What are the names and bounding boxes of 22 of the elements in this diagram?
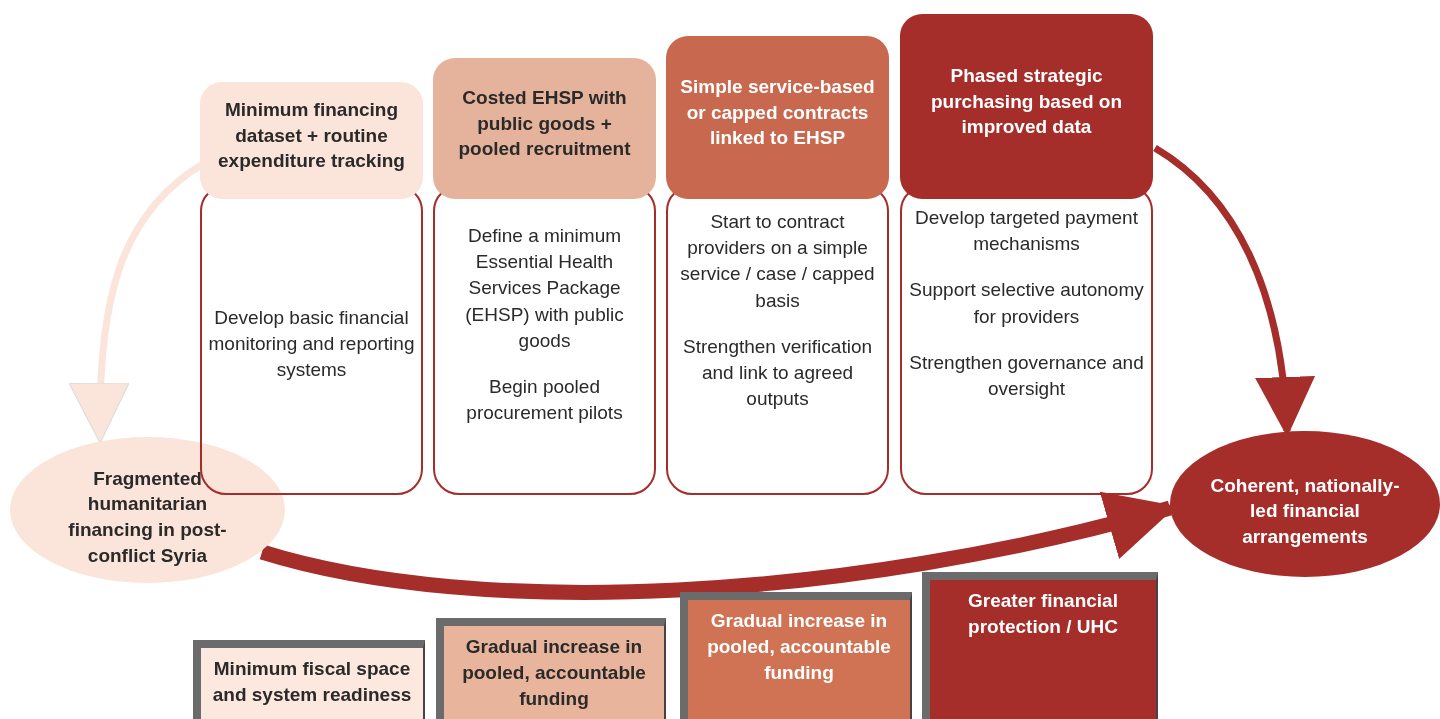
step-block: Minimum fiscal space and system readiness xyxy=(193,640,425,719)
stage-column xyxy=(433,58,656,495)
stage-column xyxy=(900,14,1153,495)
stage-description: Start to contract providers on a simple service / case / capped basis xyxy=(679,210,876,313)
stage-header: Costed EHSP with public goods + pooled recruitment xyxy=(433,58,656,199)
stage-description: Strengthen governance and oversight xyxy=(908,350,1145,402)
step-block: Gradual increase in pooled, accountable funding xyxy=(680,592,912,719)
ellipse-label: Coherent, nationally-led financial arrangements xyxy=(1210,473,1400,549)
stage-description: Begin pooled procurement pilots xyxy=(465,375,624,426)
stage-description: Define a minimum Essential Health Services Package (EHSP) with public goods xyxy=(464,224,625,353)
stage-header: Simple service-based or capped contracts linked to EHSP xyxy=(666,36,889,199)
ellipse-label: Fragmented humanitarian financing in post-conflict Syria xyxy=(67,466,228,568)
step-block: Greater financial protection / UHC xyxy=(922,572,1158,719)
stage-header: Minimum financing dataset + routine expenditure tracking xyxy=(200,82,423,199)
stage-description: Support selective autonomy for providers xyxy=(908,278,1145,329)
stage-column xyxy=(200,82,423,495)
stage-description: Develop basic financial monitoring and reporting systems xyxy=(208,305,415,383)
stage-description: Strengthen verification and link to agreed outputs xyxy=(681,334,874,412)
step-block: Gradual increase in pooled, accountable funding xyxy=(436,618,666,719)
stage-header: Phased strategic purchasing based on improved data xyxy=(900,14,1153,199)
stage-description: Develop targeted payment mechanisms xyxy=(914,206,1139,257)
stage-column xyxy=(666,36,889,495)
